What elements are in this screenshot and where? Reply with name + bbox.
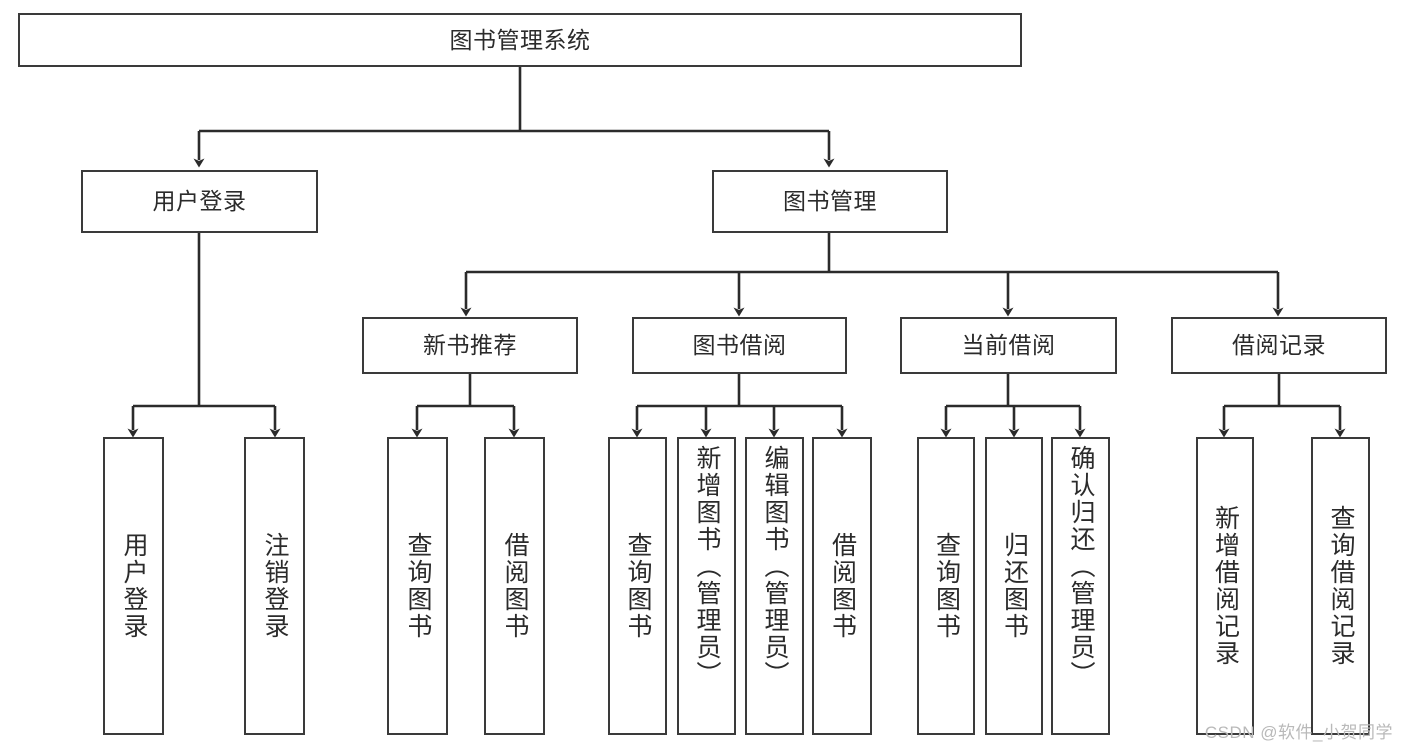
node-label: 用户登录 (152, 188, 247, 215)
node-label: 借阅图书 (501, 532, 529, 640)
leaf-recommend-borrow-book[interactable]: 借阅图书 (484, 437, 545, 735)
leaf-borrow-borrow-book[interactable]: 借阅图书 (812, 437, 872, 735)
node-label: 编辑图书（管理员） (761, 445, 789, 688)
leaf-borrow-add-book-admin[interactable]: 新增图书（管理员） (677, 437, 736, 735)
leaf-user-login-signin[interactable]: 用户登录 (103, 437, 164, 735)
node-label: 注销登录 (261, 532, 289, 640)
node-label: 图书管理系统 (449, 26, 591, 53)
node-root-system[interactable]: 图书管理系统 (18, 13, 1022, 67)
node-label: 归还图书 (1000, 532, 1029, 640)
node-label: 查询图书 (404, 532, 432, 640)
node-label: 确认归还（管理员） (1067, 445, 1095, 688)
node-label: 图书管理 (783, 188, 877, 215)
node-user-login[interactable]: 用户登录 (81, 170, 318, 233)
node-label: 查询借阅记录 (1327, 505, 1355, 667)
leaf-recommend-query-book[interactable]: 查询图书 (387, 437, 448, 735)
node-label: 新增借阅记录 (1211, 505, 1240, 667)
leaf-current-return-book[interactable]: 归还图书 (985, 437, 1043, 735)
leaf-borrow-edit-book-admin[interactable]: 编辑图书（管理员） (745, 437, 804, 735)
node-current-borrow[interactable]: 当前借阅 (900, 317, 1117, 374)
node-new-book-recommend[interactable]: 新书推荐 (362, 317, 578, 374)
leaf-records-add-record[interactable]: 新增借阅记录 (1196, 437, 1254, 735)
node-book-management[interactable]: 图书管理 (712, 170, 948, 233)
node-label: 查询图书 (624, 532, 652, 640)
node-label: 图书借阅 (692, 332, 787, 359)
node-borrow-records[interactable]: 借阅记录 (1171, 317, 1387, 374)
leaf-current-query-book[interactable]: 查询图书 (917, 437, 975, 735)
leaf-user-login-signout[interactable]: 注销登录 (244, 437, 305, 735)
node-label: 用户登录 (120, 532, 148, 640)
node-label: 当前借阅 (961, 332, 1056, 359)
node-label: 借阅图书 (828, 532, 857, 640)
leaf-borrow-query-book[interactable]: 查询图书 (608, 437, 667, 735)
node-label: 新书推荐 (423, 332, 517, 359)
leaf-current-confirm-return-admin[interactable]: 确认归还（管理员） (1051, 437, 1110, 735)
leaf-records-query-record[interactable]: 查询借阅记录 (1311, 437, 1370, 735)
node-label: 查询图书 (932, 532, 961, 640)
node-label: 新增图书（管理员） (693, 445, 721, 688)
node-label: 借阅记录 (1232, 332, 1326, 359)
watermark: CSDN @软件_小贺同学 (1204, 723, 1393, 742)
node-book-borrow[interactable]: 图书借阅 (632, 317, 847, 374)
